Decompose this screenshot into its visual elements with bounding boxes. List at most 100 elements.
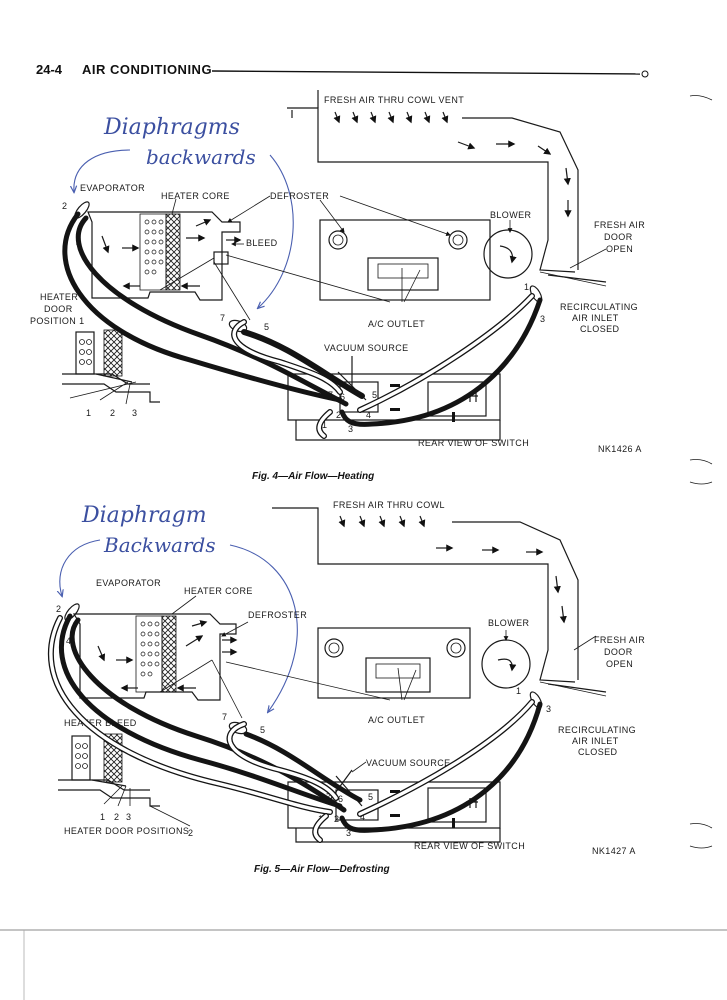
cowl-arrows-fig5 (338, 515, 426, 528)
label-heater-core-5: HEATER CORE (184, 586, 253, 596)
handwritten-backwards: backwards (146, 145, 256, 169)
label-evaporator: EVAPORATOR (80, 183, 145, 193)
svg-text:1: 1 (100, 812, 105, 822)
svg-text:2: 2 (110, 408, 115, 418)
svg-text:1: 1 (516, 686, 521, 696)
label-defroster-5: DEFROSTER (248, 610, 307, 620)
svg-text:4: 4 (366, 410, 371, 420)
handwritten-note-fig5: Diaphragm Backwards (60, 503, 298, 712)
svg-text:2: 2 (336, 410, 341, 420)
airflow-arrows-fig5 (436, 544, 567, 624)
handwritten-backwards-5: Backwards (103, 533, 216, 557)
figure-ref-nk1426: NK1426 A (598, 444, 642, 454)
svg-text:2: 2 (62, 201, 67, 211)
label-ac-outlet: A/C OUTLET (368, 319, 425, 329)
handwritten-diaphragms: Diaphragms (103, 115, 240, 140)
label-vacuum-source-5: VACUUM SOURCE (366, 758, 451, 768)
label-closed-5: CLOSED (578, 747, 618, 757)
header-rule-end (641, 70, 649, 78)
svg-text:1: 1 (322, 420, 327, 430)
vacuum-hoses-fig4 (62, 211, 543, 439)
label-defroster: DEFROSTER (270, 191, 329, 201)
page-header: 24-4 AIR CONDITIONING (36, 62, 649, 78)
handwritten-arrow-left (74, 149, 131, 192)
label-bleed: BLEED (246, 238, 278, 248)
svg-text:3: 3 (348, 424, 353, 434)
svg-text:5: 5 (368, 792, 373, 802)
svg-text:3: 3 (546, 704, 551, 714)
svg-text:5: 5 (264, 322, 269, 332)
svg-text:3: 3 (126, 812, 131, 822)
heater-door-detail-fig4: 1 2 3 (62, 329, 160, 418)
heater-door-detail-fig5: 1 2 3 (58, 733, 160, 822)
label-vacuum-source: VACUUM SOURCE (324, 343, 409, 353)
svg-text:2: 2 (334, 814, 339, 824)
cowl-duct-fig4 (287, 90, 579, 273)
svg-text:4: 4 (66, 636, 71, 646)
label-blower-5: BLOWER (488, 618, 530, 628)
fresh-air-door-flap (547, 274, 607, 283)
figure-ref-nk1427: NK1427 A (592, 846, 636, 856)
svg-text:3: 3 (346, 828, 351, 838)
handwritten-diaphragm: Diaphragm (81, 503, 207, 528)
label-fresh-air-door-5-1: FRESH AIR (594, 635, 645, 645)
figure-5-defrosting: Diaphragm Backwards FRESH AIR THRU COWL (48, 500, 645, 875)
handwritten-arrow-right-5 (229, 544, 298, 712)
page-number: 24-4 (36, 62, 63, 77)
label-fresh-air-cowl: FRESH AIR THRU COWL (333, 500, 445, 510)
handwritten-arrow-right (258, 154, 294, 308)
leader-fresh-air-door (569, 248, 607, 269)
label-blower: BLOWER (490, 210, 532, 220)
svg-text:1: 1 (524, 282, 529, 292)
handwritten-note-fig4: Diaphragms backwards (74, 115, 294, 308)
label-door-position-1: POSITION 1 (30, 316, 85, 326)
svg-text:6: 6 (340, 392, 345, 402)
svg-text:1: 1 (86, 408, 91, 418)
label-fresh-air-door-3: OPEN (606, 244, 633, 254)
svg-text:7: 7 (222, 712, 227, 722)
label-air-inlet-5: AIR INLET (572, 736, 619, 746)
cowl-vent-arrows (333, 111, 449, 124)
label-fresh-air-door-5-3: OPEN (606, 659, 633, 669)
svg-text:4: 4 (360, 812, 365, 822)
label-heater: HEATER (40, 292, 78, 302)
label-recirculating: RECIRCULATING (560, 302, 638, 312)
handwritten-arrow-left-5 (60, 539, 101, 596)
heater-housing-fig4 (87, 211, 251, 321)
svg-text:6: 6 (338, 794, 343, 804)
section-title: AIR CONDITIONING (82, 62, 212, 77)
page-edge-marks (0, 95, 727, 1000)
heater-housing-fig5 (72, 613, 243, 719)
svg-text:2: 2 (56, 604, 61, 614)
label-fresh-air-door-5-2: DOOR (604, 647, 633, 657)
label-evaporator-5: EVAPORATOR (96, 578, 161, 588)
vacuum-hoses-fig5 (48, 613, 543, 843)
ac-outlet-box-fig4 (319, 219, 491, 301)
label-heater-door: DOOR (44, 304, 73, 314)
label-heater-bleed: HEATER BLEED (64, 718, 137, 728)
svg-text:2: 2 (188, 828, 193, 838)
header-rule (211, 70, 641, 75)
label-heater-core: HEATER CORE (161, 191, 230, 201)
label-recirculating-5: RECIRCULATING (558, 725, 636, 735)
airflow-arrows-fig4 (457, 140, 572, 218)
label-fresh-air-door-1: FRESH AIR (594, 220, 645, 230)
figure-4-heating: Diaphragms backwards FRESH AIR THRU COWL… (30, 90, 645, 482)
vacuum-switch-fig4: 7 6 5 1 2 3 4 (287, 373, 501, 441)
ac-outlet-box-fig5 (317, 627, 471, 699)
label-air-inlet: AIR INLET (572, 313, 619, 323)
svg-text:3: 3 (132, 408, 137, 418)
label-heater-door-positions: HEATER DOOR POSITIONS (64, 826, 189, 836)
label-fresh-air-cowl-vent: FRESH AIR THRU COWL VENT (324, 95, 464, 105)
label-closed: CLOSED (580, 324, 620, 334)
label-fresh-air-door-2: DOOR (604, 232, 633, 242)
svg-text:7: 7 (220, 313, 225, 323)
blower-fig4 (483, 220, 533, 279)
svg-text:5: 5 (260, 725, 265, 735)
label-rear-view-switch: REAR VIEW OF SWITCH (418, 438, 529, 448)
label-ac-outlet-5: A/C OUTLET (368, 715, 425, 725)
blower-fig5 (481, 630, 531, 689)
caption-fig5: Fig. 5—Air Flow—Defrosting (254, 864, 390, 875)
